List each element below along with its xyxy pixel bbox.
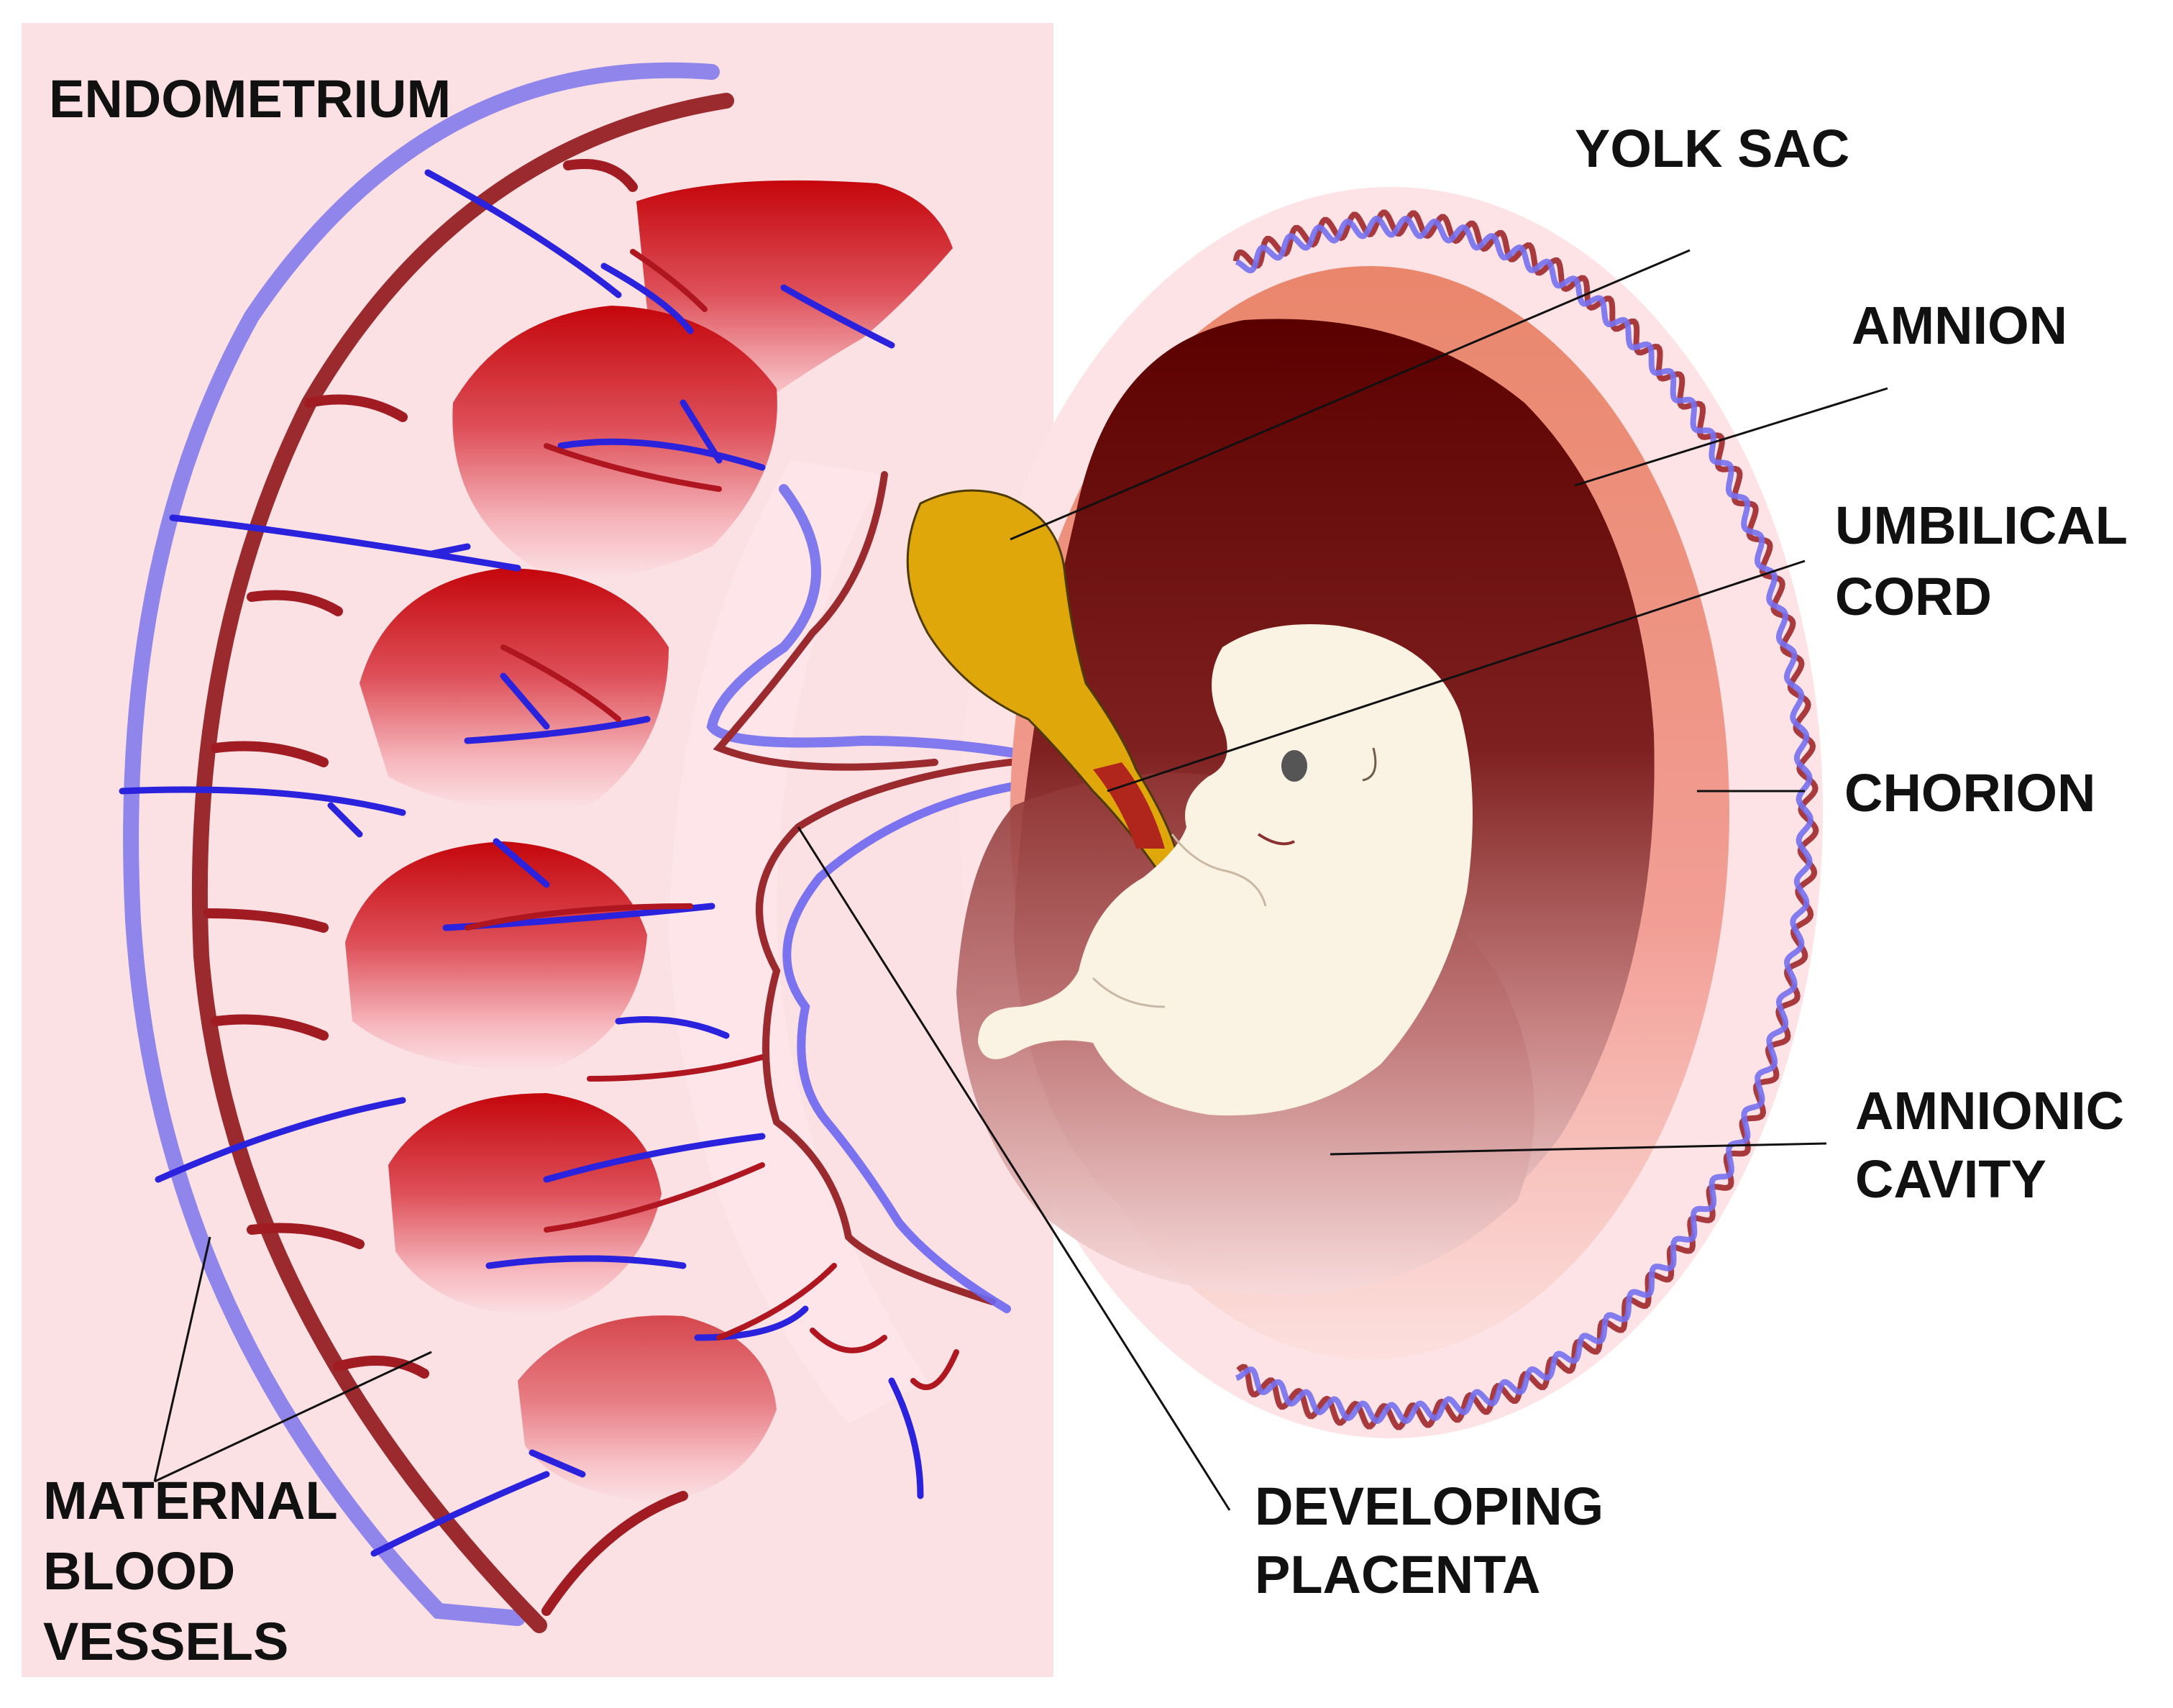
label-amnionic: AMNIONIC — [1855, 1081, 2124, 1141]
decidua-band — [669, 460, 928, 1424]
leader-yolk-sac — [1010, 249, 1691, 541]
maternal-artery-arc — [191, 93, 734, 1633]
chorionic-vessels — [706, 471, 1127, 1313]
label-blood: BLOOD — [43, 1541, 235, 1601]
leader-maternal-artery — [154, 1351, 432, 1483]
label-endometrium: ENDOMETRIUM — [49, 69, 451, 129]
label-maternal: MATERNAL — [43, 1471, 338, 1530]
spiral-arteries — [203, 159, 688, 1616]
umbilical-cord — [1093, 762, 1165, 849]
leader-maternal-vein — [153, 1236, 211, 1482]
label-cord: CORD — [1835, 567, 1992, 626]
label-vessels: VESSELS — [43, 1612, 288, 1671]
label-developing: DEVELOPING — [1255, 1476, 1604, 1536]
label-placenta: PLACENTA — [1255, 1545, 1540, 1604]
label-cavity: CAVITY — [1855, 1149, 2046, 1209]
label-amnion: AMNION — [1852, 296, 2067, 355]
chorion-membrane-blue — [1235, 216, 1814, 1424]
villous-vessels — [119, 169, 959, 1557]
embryo — [978, 624, 1473, 1116]
leader-lines — [153, 249, 1888, 1511]
label-umbilical: UMBILICAL — [1835, 495, 2128, 555]
labels: ENDOMETRIUM YOLK SAC AMNION UMBILICAL CO… — [43, 69, 2128, 1671]
leader-amnion — [1574, 387, 1888, 487]
leader-developing-placenta — [797, 826, 1231, 1511]
leader-umbilical-cord — [1107, 560, 1806, 793]
leader-amnionic-cavity — [1330, 1142, 1827, 1156]
label-yolk-sac: YOLK SAC — [1575, 119, 1849, 178]
maternal-vein-arc — [123, 62, 720, 1626]
embryo-eye — [1281, 750, 1307, 782]
label-chorion: CHORION — [1844, 763, 2095, 823]
